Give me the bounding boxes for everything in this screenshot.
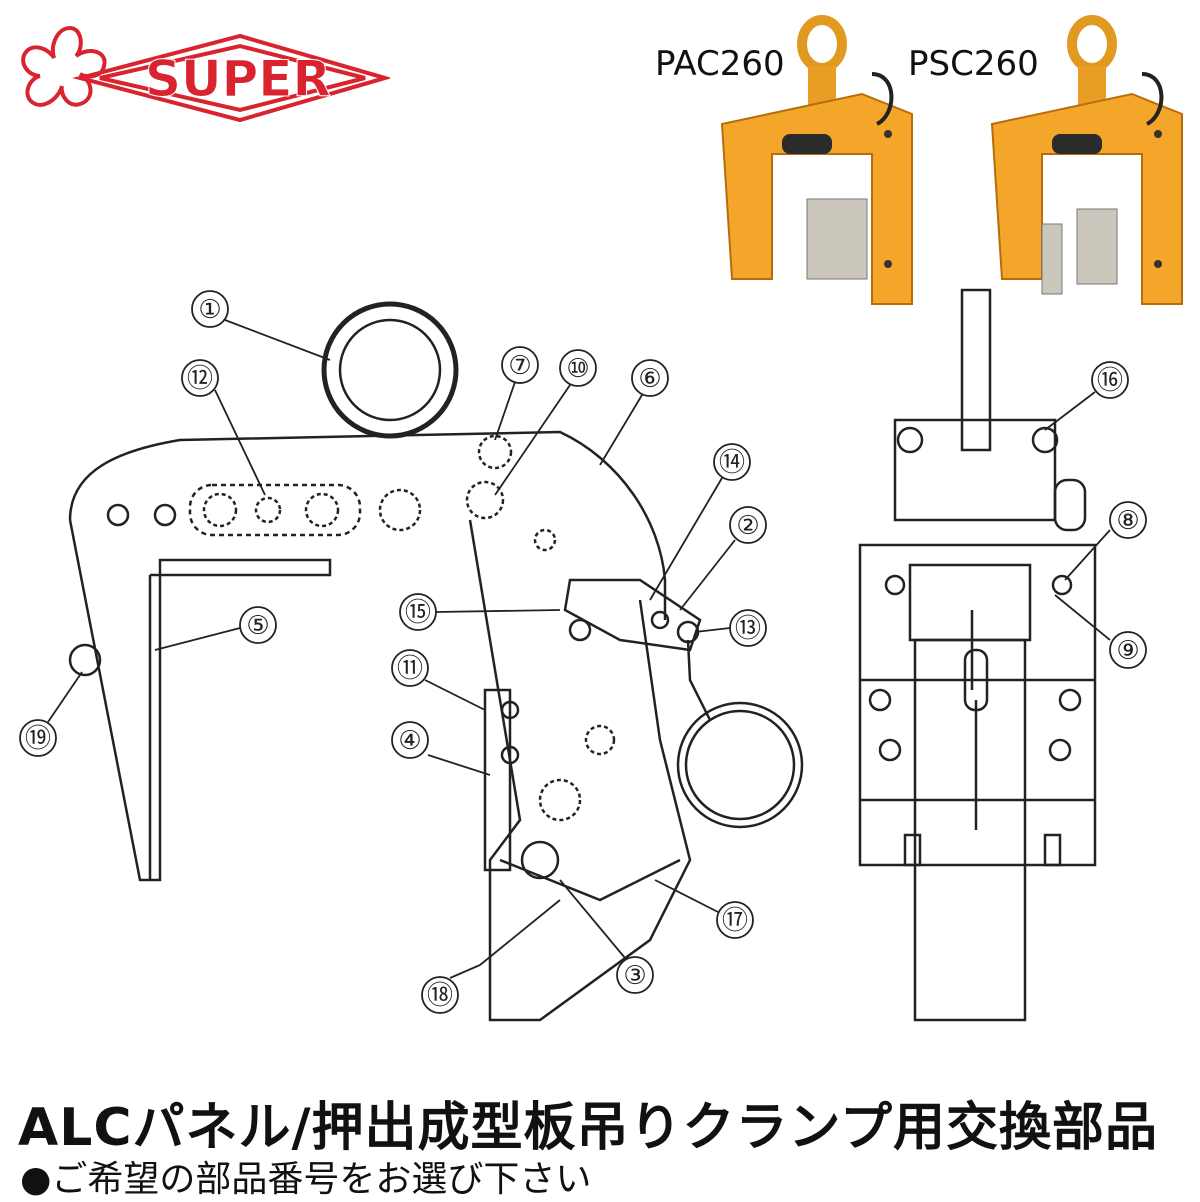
svg-text:③: ③	[623, 961, 646, 991]
svg-text:⑲: ⑲	[25, 724, 51, 754]
svg-text:⑱: ⑱	[427, 981, 453, 1011]
callout-6: ⑥	[599, 359, 669, 466]
svg-text:⑨: ⑨	[1116, 636, 1139, 666]
parts-diagram: ① ⑫ ⑦ ⑩ ⑥ ⑭ ② ⑬ ⑮ ⑪ ④ ⑤ ⑲ ⑰ ③ ⑱ ⑯ ⑧ ⑨	[19, 288, 1147, 1022]
callout-2: ②	[679, 506, 767, 611]
svg-text:⑯: ⑯	[1097, 366, 1123, 396]
svg-text:①: ①	[198, 295, 221, 325]
svg-text:④: ④	[398, 726, 421, 756]
svg-text:⑮: ⑮	[405, 598, 431, 628]
svg-text:⑫: ⑫	[187, 364, 213, 394]
callout-1: ①	[191, 290, 331, 361]
svg-text:⑪: ⑪	[397, 654, 423, 684]
callout-13: ⑬	[694, 609, 767, 647]
brand-name: SUPER	[145, 50, 331, 108]
product-photo-pac	[720, 15, 913, 305]
super-logo: SUPER	[21, 25, 390, 123]
svg-text:⑥: ⑥	[638, 364, 661, 394]
callout-12: ⑫	[181, 359, 266, 496]
clamp-front-view	[858, 288, 1097, 1022]
model-label-pac: PAC260	[655, 44, 785, 84]
svg-text:②: ②	[736, 511, 759, 541]
callout-7: ⑦	[494, 346, 539, 441]
callout-9: ⑨	[1054, 594, 1147, 669]
page-subtitle: ●ご希望の部品番号をお選び下さい	[20, 1159, 592, 1200]
callout-14: ⑭	[649, 443, 751, 601]
callout-11: ⑪	[391, 649, 486, 711]
svg-text:⑦: ⑦	[508, 351, 531, 381]
svg-text:⑭: ⑭	[719, 448, 745, 478]
svg-text:⑧: ⑧	[1116, 506, 1139, 536]
callout-19: ⑲	[19, 671, 83, 757]
callout-15: ⑮	[399, 593, 561, 631]
svg-text:⑩: ⑩	[566, 354, 589, 384]
product-photo-psc	[990, 15, 1183, 305]
callout-3: ③	[559, 879, 654, 994]
callout-4: ④	[391, 721, 491, 776]
callout-17: ⑰	[654, 879, 754, 939]
callout-10: ⑩	[494, 349, 597, 496]
callout-8: ⑧	[1064, 501, 1147, 581]
callout-16: ⑯	[1044, 361, 1129, 431]
svg-text:⑰: ⑰	[722, 906, 748, 936]
callout-18: ⑱	[421, 899, 561, 1014]
callout-5: ⑤	[154, 606, 277, 651]
model-label-psc: PSC260	[908, 44, 1039, 84]
callout-labels: ① ⑫ ⑦ ⑩ ⑥ ⑭ ② ⑬ ⑮ ⑪ ④ ⑤ ⑲ ⑰ ③ ⑱ ⑯ ⑧ ⑨	[19, 290, 1147, 1014]
page-title: ALCパネル/押出成型板吊りクランプ用交換部品	[18, 1098, 1158, 1158]
svg-text:⑤: ⑤	[246, 611, 269, 641]
clamp-side-view	[68, 301, 804, 1022]
svg-text:⑬: ⑬	[735, 614, 761, 644]
